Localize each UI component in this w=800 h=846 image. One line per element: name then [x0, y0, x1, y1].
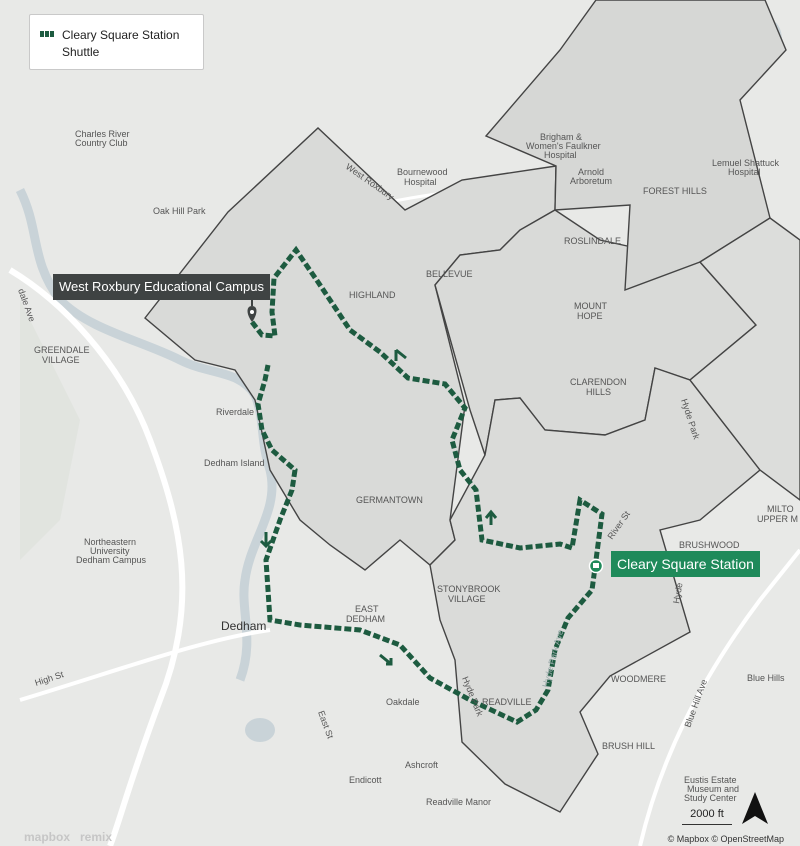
campus-marker[interactable] — [247, 300, 257, 322]
park-west — [20, 300, 80, 560]
label-brushwood: BRUSHWOOD — [679, 540, 740, 550]
north-arrow-icon — [742, 792, 768, 824]
legend-route-name-2: Shuttle — [62, 45, 100, 59]
label-hills: HILLS — [586, 387, 611, 397]
label-roslindale: ROSLINDALE — [564, 236, 621, 246]
label-brush-hill: BRUSH HILL — [602, 741, 655, 751]
label-oakdale: Oakdale — [386, 697, 420, 707]
route-arrow — [259, 532, 273, 549]
route-arrow — [484, 509, 498, 525]
label-northeastern-3: Dedham Campus — [76, 555, 147, 565]
label-greendale: GREENDALE — [34, 345, 90, 355]
highway-east — [638, 548, 800, 846]
label-ashcroft: Ashcroft — [405, 760, 439, 770]
label-east-dedham: DEDHAM — [346, 614, 385, 624]
label-oak-hill-park: Oak Hill Park — [153, 206, 206, 216]
brand-logos: mapbox remix — [24, 830, 112, 844]
label-endicott: Endicott — [349, 775, 382, 785]
route-arrow — [394, 348, 407, 361]
label-northeastern-1: Northeastern — [84, 537, 136, 547]
mattapan-area — [689, 217, 800, 501]
shuttle-route — [250, 245, 605, 725]
label-brigham-2: Women's Faulkner — [526, 141, 601, 151]
campus-callout[interactable]: West Roxbury Educational Campus — [53, 274, 270, 300]
label-east: EAST — [355, 604, 379, 614]
mapbox-logo: mapbox — [24, 830, 71, 844]
label-arboretum: Arboretum — [570, 176, 612, 186]
station-marker[interactable] — [588, 558, 604, 574]
label-blue-hills: Blue Hills — [747, 673, 785, 683]
label-dedham-island: Dedham Island — [204, 458, 265, 468]
pond-bottom — [245, 718, 275, 742]
label-milton: MILTO — [767, 504, 794, 514]
station-callout[interactable]: Cleary Square Station — [611, 551, 760, 577]
label-greendale-village: VILLAGE — [42, 355, 80, 365]
scale-bar: 2000 ft — [682, 808, 732, 825]
label-readville-manor: Readville Manor — [426, 797, 491, 807]
label-eustis-2: Museum and — [687, 784, 739, 794]
legend-route-name-1: Cleary Square Station — [62, 28, 180, 42]
label-arnold: Arnold — [578, 167, 604, 177]
legend: Cleary Square Station Shuttle — [29, 14, 204, 70]
label-hope: HOPE — [577, 311, 603, 321]
label-lemuel-2: Hospital — [728, 167, 761, 177]
label-upper-m: UPPER M — [757, 514, 798, 524]
hyde-park-area — [429, 367, 761, 813]
label-mount: MOUNT — [574, 301, 607, 311]
label-hyde: Hyde — [671, 582, 684, 604]
highway-west — [8, 267, 186, 846]
label-woodmere: WOODMERE — [611, 674, 666, 684]
remix-logo: remix — [80, 830, 113, 844]
label-bournewood-hospital: Hospital — [404, 177, 437, 187]
label-eustis-1: Eustis Estate — [684, 775, 737, 785]
label-brigham-3: Hospital — [544, 150, 577, 160]
label-germantown: GERMANTOWN — [356, 495, 423, 505]
label-forest-hills: FOREST HILLS — [643, 186, 707, 196]
route-arrow — [379, 653, 393, 666]
label-readville: READVILLE — [482, 697, 532, 707]
label-country-club: Country Club — [75, 138, 128, 148]
label-lemuel-1: Lemuel Shattuck — [712, 158, 780, 168]
label-riverdale: Riverdale — [216, 407, 254, 417]
label-clarendon: CLARENDON — [570, 377, 627, 387]
attribution[interactable]: © Mapbox © OpenStreetMap — [667, 834, 784, 844]
highway-south — [19, 628, 271, 702]
label-stonybrook-village: VILLAGE — [448, 594, 486, 604]
label-charles-river: Charles River — [75, 129, 130, 139]
label-highland: HIGHLAND — [349, 290, 396, 300]
label-dedham: Dedham — [221, 619, 266, 633]
label-bellevue: BELLEVUE — [426, 269, 473, 279]
label-bournewood: Bournewood — [397, 167, 448, 177]
label-brigham-1: Brigham & — [540, 132, 582, 142]
label-northeastern-2: University — [90, 546, 130, 556]
label-eustis-3: Study Center — [684, 793, 737, 803]
route-swatch — [40, 31, 54, 37]
label-stonybrook: STONYBROOK — [437, 584, 500, 594]
